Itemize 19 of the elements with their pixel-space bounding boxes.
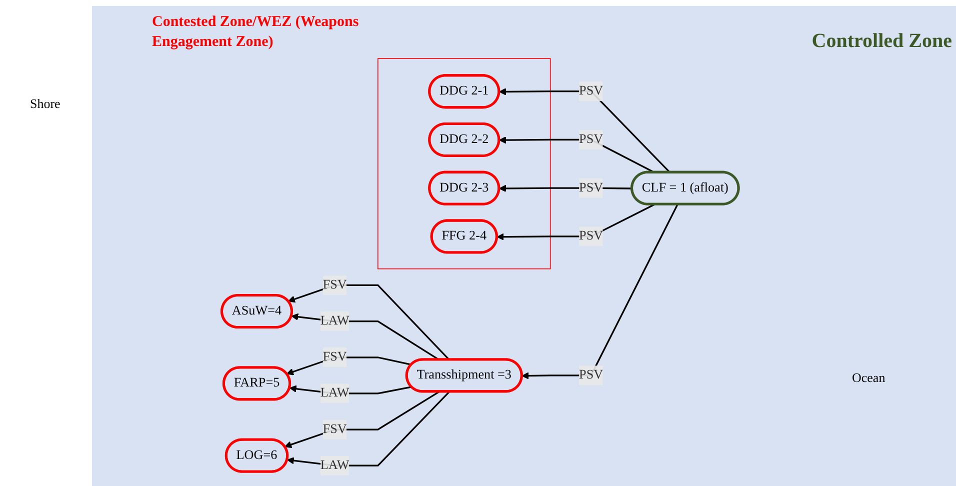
arrow <box>284 391 440 448</box>
zone-heading: Controlled Zone <box>812 30 952 53</box>
edge-label: FSV <box>322 422 347 436</box>
edge-label: PSV <box>578 180 603 195</box>
edge-label: LAW <box>320 386 350 400</box>
edge-label: FSV <box>322 278 347 292</box>
area-label: Ocean <box>852 370 886 386</box>
arrow <box>286 391 450 466</box>
edge-label: PSV <box>578 229 603 244</box>
edge-label: LAW <box>320 314 350 328</box>
edge-label: FSV <box>322 350 347 364</box>
edge-label: LAW <box>320 458 350 472</box>
cluster <box>377 58 551 270</box>
edge-label: PSV <box>578 368 603 382</box>
arrow <box>522 204 678 380</box>
edge-label: PSV <box>578 84 603 98</box>
zone-heading: Contested Zone/WEZ (Weapons Engagement Zone) <box>152 13 360 52</box>
edge-label: PSV <box>578 132 603 146</box>
area-label: Shore <box>30 96 60 112</box>
